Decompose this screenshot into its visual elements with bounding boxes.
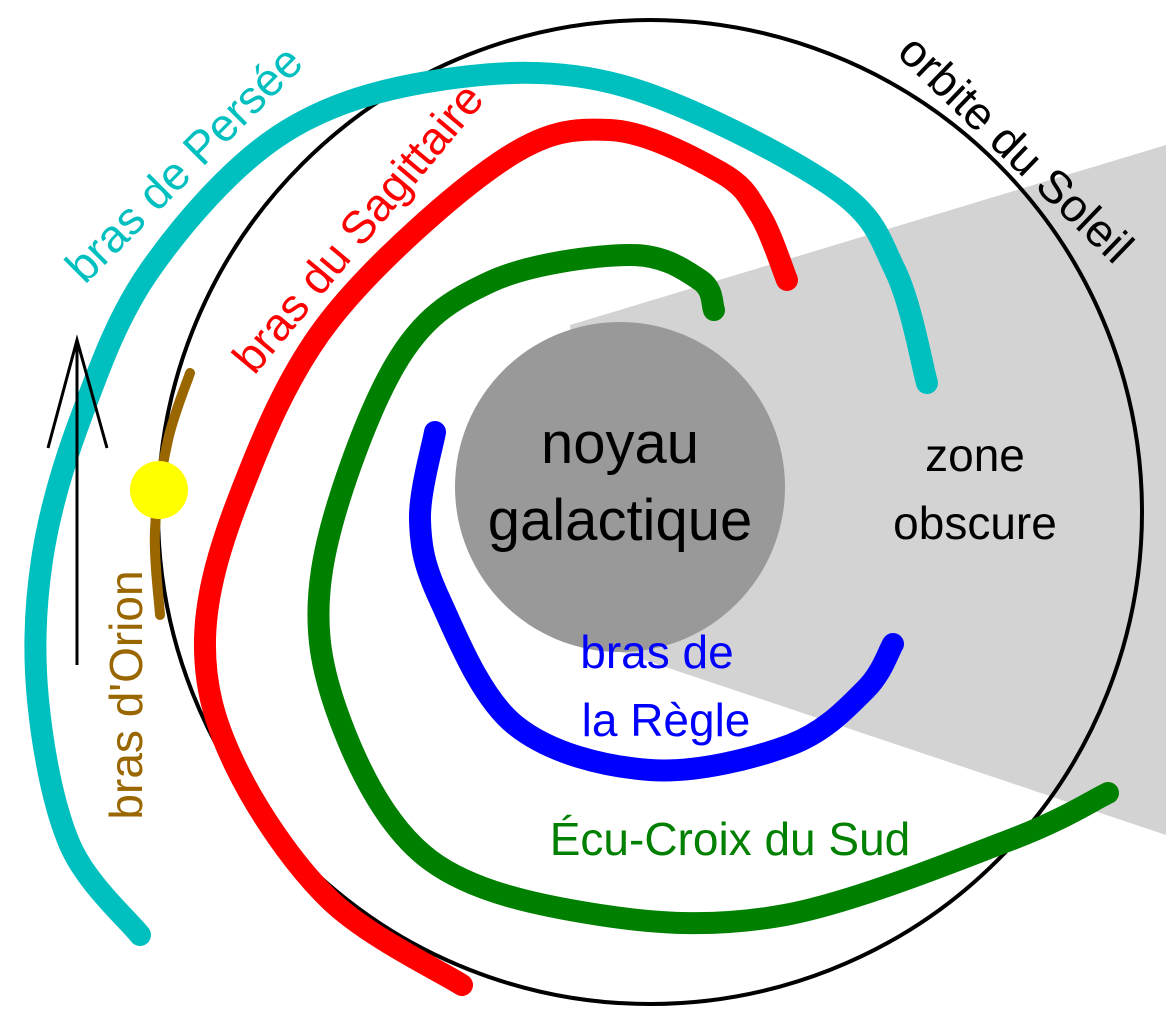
label-orion: bras d'Orion [100, 570, 152, 819]
label-core-1: noyau [541, 411, 699, 476]
label-scutum: Écu-Croix du Sud [550, 813, 911, 865]
label-norma-1: bras de [580, 626, 733, 678]
sun-marker [130, 461, 188, 519]
perseus-arm [24, 61, 938, 946]
norma-arm [408, 421, 904, 782]
label-core-2: galactique [488, 488, 752, 553]
label-norma-2: la Règle [582, 694, 751, 746]
direction-arrow-icon [46, 334, 109, 665]
scutum-centaurus-arm [307, 243, 1119, 935]
galactic-core [455, 322, 785, 652]
label-perseus: bras de Persée [55, 35, 312, 292]
label-zone-1: zone [925, 429, 1025, 481]
sagittarius-arm [193, 118, 798, 996]
label-zone-2: obscure [893, 497, 1057, 549]
